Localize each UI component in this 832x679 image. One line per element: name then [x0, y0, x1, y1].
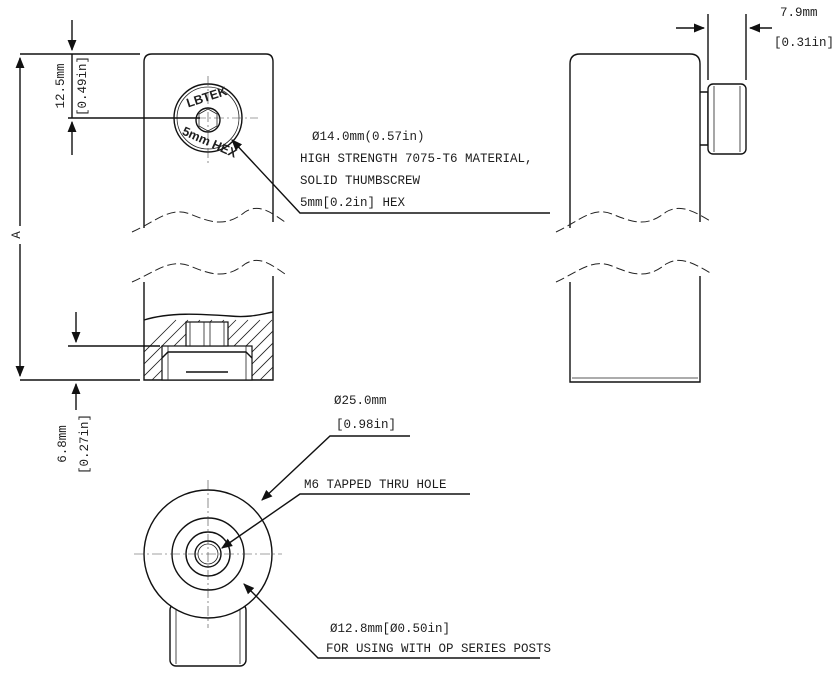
note-thumbscrew: SOLID THUMBSCREW [300, 174, 421, 188]
bottom-in: [0.27in] [78, 414, 92, 474]
dimension-a-label: A [10, 231, 24, 239]
note-material: HIGH STRENGTH 7075-T6 MATERIAL, [300, 152, 533, 166]
outer-dim-in: [0.98in] [336, 418, 396, 432]
note-hex: 5mm[0.2in] HEX [300, 196, 406, 210]
side-thumbscrew [707, 83, 747, 155]
bottom-mm: 6.8mm [56, 425, 70, 463]
side-body-upper [569, 53, 701, 228]
outer-dim-mm: Ø25.0mm [334, 394, 387, 408]
front-view: LBTEK 5mm HEX A 12.5mm [0.49in] 6.8mm [0… [10, 20, 550, 474]
thru-hole-label: M6 TAPPED THRU HOLE [304, 478, 447, 492]
section-boundary [143, 311, 274, 321]
thumbscrew-note: Ø14.0mm(0.57in) HIGH STRENGTH 7075-T6 MA… [300, 130, 533, 210]
note-diameter: Ø14.0mm(0.57in) [312, 130, 425, 144]
thread-pocket [185, 321, 229, 347]
side-view: 7.9mm [0.31in] [555, 6, 832, 383]
side-body-lower [569, 276, 701, 383]
bottom-view: Ø25.0mm [0.98in] M6 TAPPED THRU HOLE Ø12… [134, 394, 551, 667]
top-offset-mm: 12.5mm [54, 63, 68, 108]
front-body-upper [143, 53, 274, 228]
inner-dim: Ø12.8mm[Ø0.50in] [330, 622, 450, 636]
counterbore-pocket [161, 345, 253, 381]
break-line-upper [131, 207, 286, 233]
break-line-lower [131, 259, 286, 283]
protrusion-mm: 7.9mm [780, 6, 818, 20]
protrusion-in: [0.31in] [774, 36, 832, 50]
top-offset-in: [0.49in] [76, 56, 90, 116]
inner-note: FOR USING WITH OP SERIES POSTS [326, 642, 551, 656]
